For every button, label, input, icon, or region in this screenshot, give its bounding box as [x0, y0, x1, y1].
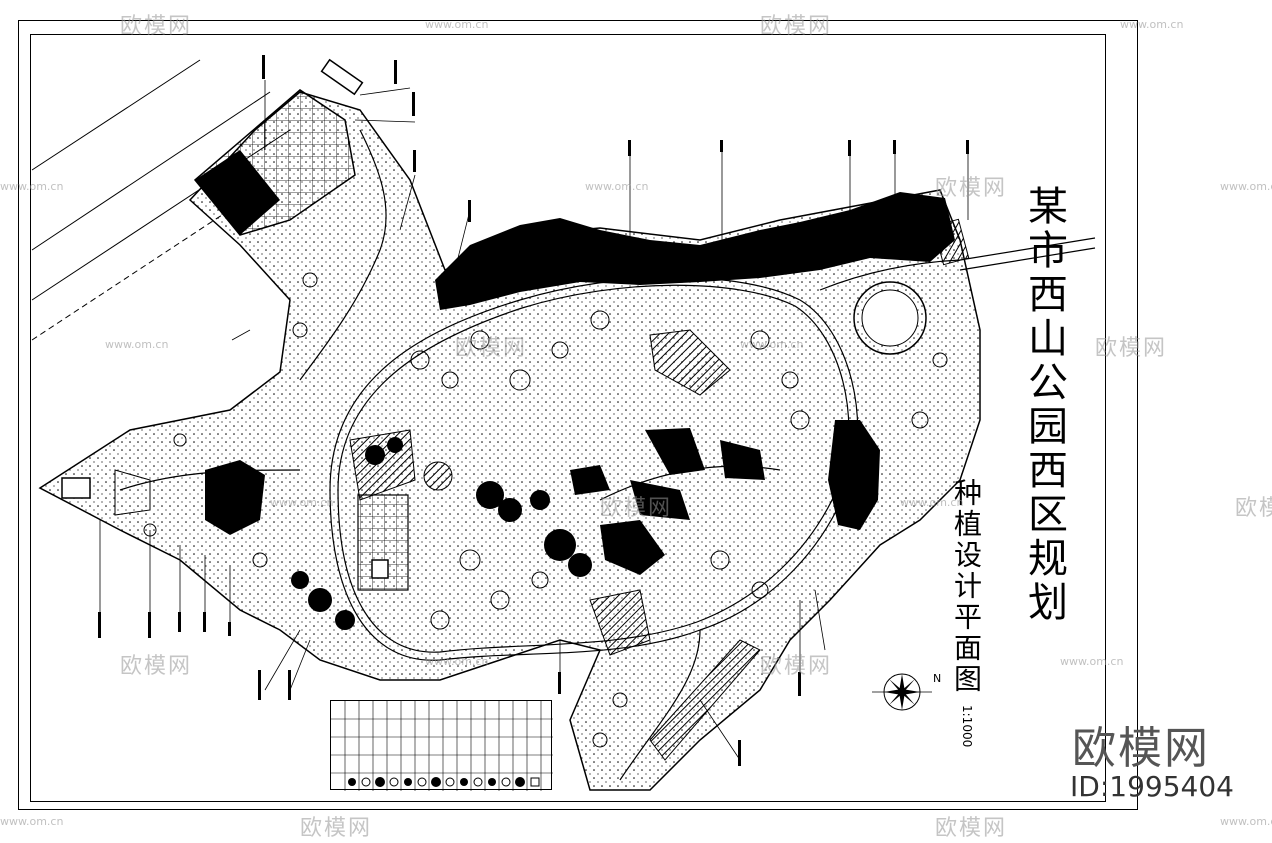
entrance-plaza — [193, 58, 364, 236]
watermark-url: www.om.cn — [1120, 18, 1184, 31]
watermark-brand: 欧模网 — [760, 14, 833, 39]
watermark-url: www.om.cn — [585, 180, 649, 193]
west-pavilion — [61, 469, 151, 516]
tree-belt-north — [435, 192, 955, 310]
watermark-brand: 欧模网 — [935, 816, 1008, 841]
watermark-url: www.om.cn — [105, 338, 169, 351]
watermark-brand: 欧模网 — [300, 816, 373, 841]
watermark-url: www.om.cn — [425, 655, 489, 668]
watermark-brand: 欧模网 — [760, 654, 833, 679]
circular-garden — [853, 218, 970, 355]
watermark-brand: 欧模网 — [455, 336, 528, 361]
watermark-brand-large: 欧模网 — [1072, 723, 1210, 774]
watermark-url: www.om.cn — [1220, 815, 1272, 828]
north-label: N — [933, 672, 942, 685]
tree-symbols — [143, 272, 948, 748]
watermark-brand: 欧模网 — [935, 176, 1008, 201]
map-scale: 1:1000 — [960, 705, 974, 748]
watermark-url: www.om.cn — [740, 338, 804, 351]
watermark-url: www.om.cn — [425, 18, 489, 31]
watermark-url: www.om.cn — [270, 496, 334, 509]
watermark-brand: 欧模网 — [120, 654, 193, 679]
legend-grid — [331, 701, 553, 791]
watermark-id: ID:1995404 — [1070, 770, 1234, 803]
watermark-url: www.om.cn — [900, 496, 964, 509]
watermark-url: www.om.cn — [1060, 655, 1124, 668]
hatched-steps-southeast — [649, 639, 761, 761]
map-title: 某市西山公园西区规划 — [1021, 185, 1067, 625]
planting-legend-table — [330, 700, 553, 791]
label-leader-text-marks — [98, 55, 969, 766]
watermark-url: www.om.cn — [0, 180, 64, 193]
dense-tree-clusters — [291, 437, 592, 630]
watermark-brand: 欧模网 — [1235, 496, 1272, 521]
map-subtitle: 种植设计平面图 — [950, 478, 983, 695]
watermark-url: www.om.cn — [0, 815, 64, 828]
watermark-url: www.om.cn — [1220, 180, 1272, 193]
watermark-brand: 欧模网 — [1095, 336, 1168, 361]
drawing-sheet-inner-border — [30, 34, 1106, 802]
north-arrow-icon — [872, 673, 932, 711]
hatched-building-north — [649, 329, 731, 396]
watermark-brand: 欧模网 — [120, 14, 193, 39]
drawing-sheet-outer-border — [18, 20, 1138, 810]
buildings — [205, 428, 765, 575]
hatched-slope-south — [589, 589, 651, 656]
watermark-brand: 欧模网 — [600, 496, 673, 521]
